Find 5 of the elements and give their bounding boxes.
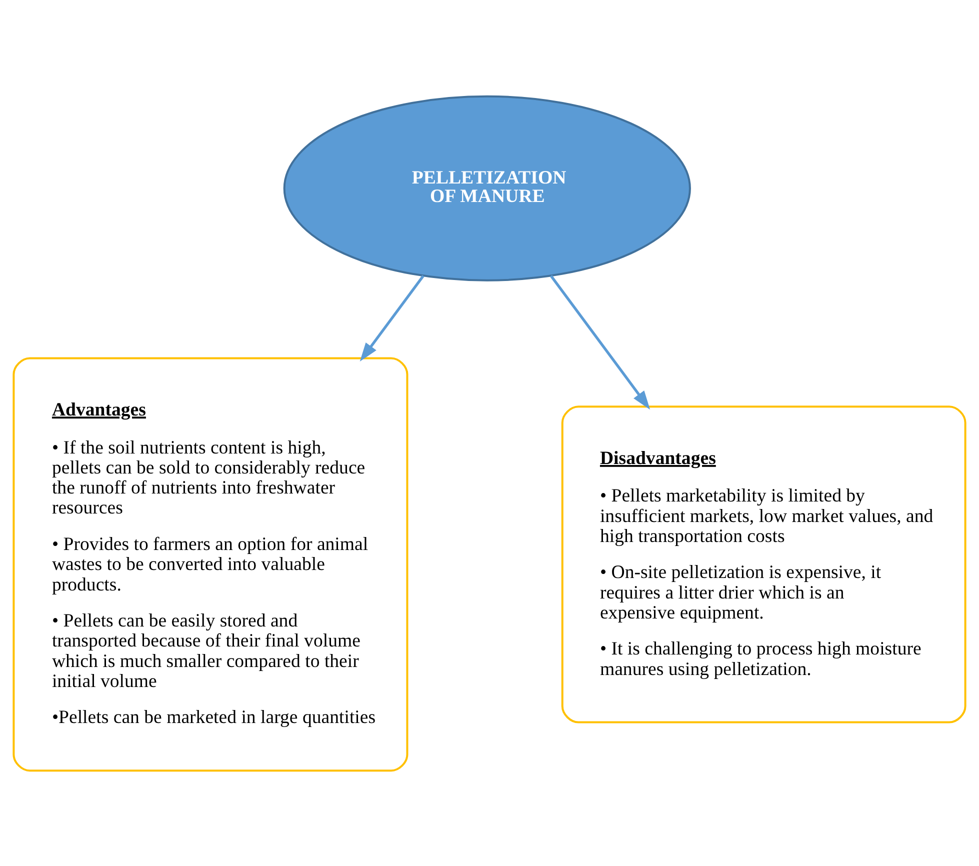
node-ellipse: PELLETIZATION OF MANURE — [283, 94, 691, 281]
arrow — [360, 274, 424, 362]
node-box: Advantages • If the soil nutrients content is high, pellets can be sold to considerably reduce the runoff of nutrients into freshwater resources • Provides to farmers an option for animal wastes to be converted into valuable products. • Pellets can be easily stored and transported because of their final volume which is much smaller compared to their initial volume •Pellets can be marketed in large quantities — [12, 356, 408, 772]
arrow — [550, 274, 650, 410]
node-box: Disadvantages • Pellets marketability is limited by insufficient markets, low market values, and high transportation costs • On-site pelletization is expensive, it requires a litter drier which is an expensive equipment. • It is challenging to process high moisture manures using pelletization. — [561, 405, 966, 723]
